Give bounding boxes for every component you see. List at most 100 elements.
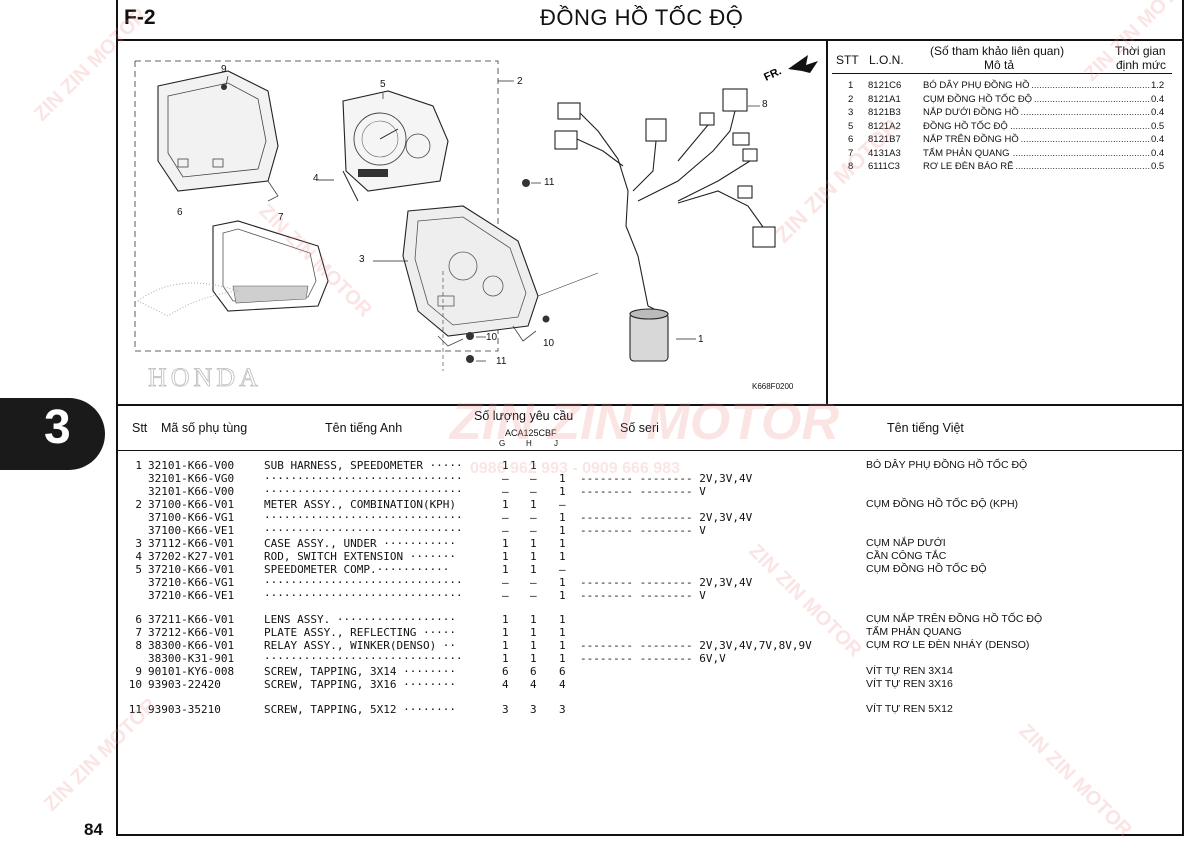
qty-h: –	[530, 472, 537, 485]
qty-j: 6	[559, 665, 566, 678]
lon-leader-dots: ........................................…	[923, 147, 1151, 159]
lon-desc: NẮP DƯỚI ĐỒNG HỒ	[923, 107, 1021, 118]
table-row: 37210-K66-VE1···························…	[126, 589, 1176, 602]
part-number: 32101-K66-V00	[148, 459, 235, 472]
qty-j: 1	[559, 652, 566, 665]
lon-leader-dots: ........................................…	[923, 93, 1151, 105]
vietnamese-name: CỤM ĐỒNG HỒ TỐC ĐỘ (KPH)	[866, 498, 1019, 510]
english-name: SCREW, TAPPING, 3X14 ········	[264, 665, 457, 678]
callout-1: 1	[698, 334, 704, 345]
serial-range: -------- -------- 2V,3V,4V	[580, 511, 753, 524]
callout-2: 2	[517, 76, 523, 87]
qty-g: 1	[502, 498, 509, 511]
part-number: 32101-K66-VG0	[148, 472, 235, 485]
part-number: 37112-K66-V01	[148, 537, 235, 550]
serial-range: -------- -------- V	[580, 589, 706, 602]
qty-h: 3	[530, 703, 537, 716]
serial-range: -------- -------- V	[580, 485, 706, 498]
page-number: 84	[84, 820, 103, 839]
serial-range: -------- -------- 2V,3V,4V	[580, 576, 753, 589]
qty-g: –	[502, 524, 509, 537]
parts-head-stt: Stt	[132, 421, 148, 435]
qty-h: 1	[530, 550, 537, 563]
qty-col-h: H	[526, 439, 532, 448]
header-rule	[116, 39, 1184, 41]
qty-g: 1	[502, 626, 509, 639]
callout-9: 9	[221, 64, 227, 75]
qty-g: 1	[502, 652, 509, 665]
lon-head-lon: L.O.N.	[869, 53, 904, 67]
qty-j: 1	[559, 537, 566, 550]
row-number: 9	[135, 665, 142, 678]
qty-h: 1	[530, 652, 537, 665]
page-title: ĐỒNG HỒ TỐC ĐỘ	[540, 5, 744, 30]
lon-stt: 1	[848, 80, 854, 91]
chapter-number: 3	[44, 401, 71, 454]
honda-wing-dots	[137, 282, 239, 317]
part-number: 90101-KY6-008	[148, 665, 235, 678]
callout-3: 3	[359, 254, 365, 265]
row-number: 3	[135, 537, 142, 550]
lon-code: 8121B3	[868, 107, 901, 118]
table-row: 5 37210-K66-V01 SPEEDOMETER COMP.·········…	[126, 563, 1176, 576]
english-name: ······························	[264, 472, 463, 485]
lon-time: 0.4	[1151, 107, 1165, 118]
english-name: ······························	[264, 524, 463, 537]
row-number: 7	[135, 626, 142, 639]
english-name: ROD, SWITCH EXTENSION ·······	[264, 550, 457, 563]
lon-code: 4131A3	[868, 147, 901, 159]
part-number: 93903-35210	[148, 703, 221, 716]
qty-g: –	[502, 576, 509, 589]
lon-head-desc: Mô tả	[984, 58, 1015, 72]
parts-head-serial: Số seri	[620, 421, 659, 435]
parts-head-model: ACA125CBF	[505, 428, 557, 438]
english-name: SPEEDOMETER COMP.···········	[264, 563, 450, 576]
lon-code: 8121A1	[868, 93, 901, 105]
qty-h: 1	[530, 613, 537, 626]
english-name: SCREW, TAPPING, 3X16 ········	[264, 678, 457, 691]
lon-leader-dots: ........................................…	[923, 134, 1151, 145]
qty-h: 1	[530, 537, 537, 550]
part-number: 37211-K66-V01	[148, 613, 235, 626]
qty-h: 4	[530, 678, 537, 691]
lon-stt: 7	[848, 147, 854, 159]
lon-code: 8121B7	[868, 134, 901, 145]
part-number: 37210-K66-V01	[148, 563, 235, 576]
qty-j: 1	[559, 589, 566, 602]
wire-harness-drawing	[554, 88, 776, 362]
callout-10-left: 10	[486, 332, 498, 343]
table-row: 37100-K66-VE1···························…	[126, 524, 1176, 537]
lon-desc: CỤM ĐỒNG HỒ TỐC ĐỘ	[923, 93, 1035, 105]
part-number: 38300-K66-V01	[148, 639, 235, 652]
row-number: 6	[135, 613, 142, 626]
qty-g: 6	[502, 665, 509, 678]
figure-code: K668F0200	[752, 382, 794, 391]
parts-head-partno: Mã số phụ tùng	[161, 421, 248, 435]
qty-g: 1	[502, 537, 509, 550]
english-name: RELAY ASSY., WINKER(DENSO) ··	[264, 639, 457, 652]
serial-range: -------- -------- 6V,V	[580, 652, 726, 665]
row-number: 5	[135, 563, 142, 576]
qty-j: 1	[559, 485, 566, 498]
vietnamese-name: CỤM RƠ LE ĐÈN NHÁY (DENSO)	[866, 639, 1030, 651]
exploded-diagram: HONDA	[134, 55, 818, 392]
table-row: 32101-K66-VG0 ···························…	[126, 472, 1176, 485]
part-number: 38300-K31-901	[148, 652, 235, 665]
callout-6: 6	[177, 207, 183, 218]
qty-h: 1	[530, 639, 537, 652]
qty-j: 1	[559, 524, 566, 537]
qty-h: –	[530, 511, 537, 524]
row-number: 4	[135, 550, 142, 563]
lon-time: 0.5	[1151, 161, 1165, 172]
qty-h: –	[530, 524, 537, 537]
part-number: 32101-K66-V00	[148, 485, 235, 498]
table-row: 37100-K66-VG1···························…	[126, 511, 1176, 524]
qty-j: 4	[559, 678, 566, 691]
callout-4: 4	[313, 173, 319, 184]
qty-j: 1	[559, 626, 566, 639]
lon-desc: NẮP TRÊN ĐỒNG HỒ	[923, 134, 1021, 145]
